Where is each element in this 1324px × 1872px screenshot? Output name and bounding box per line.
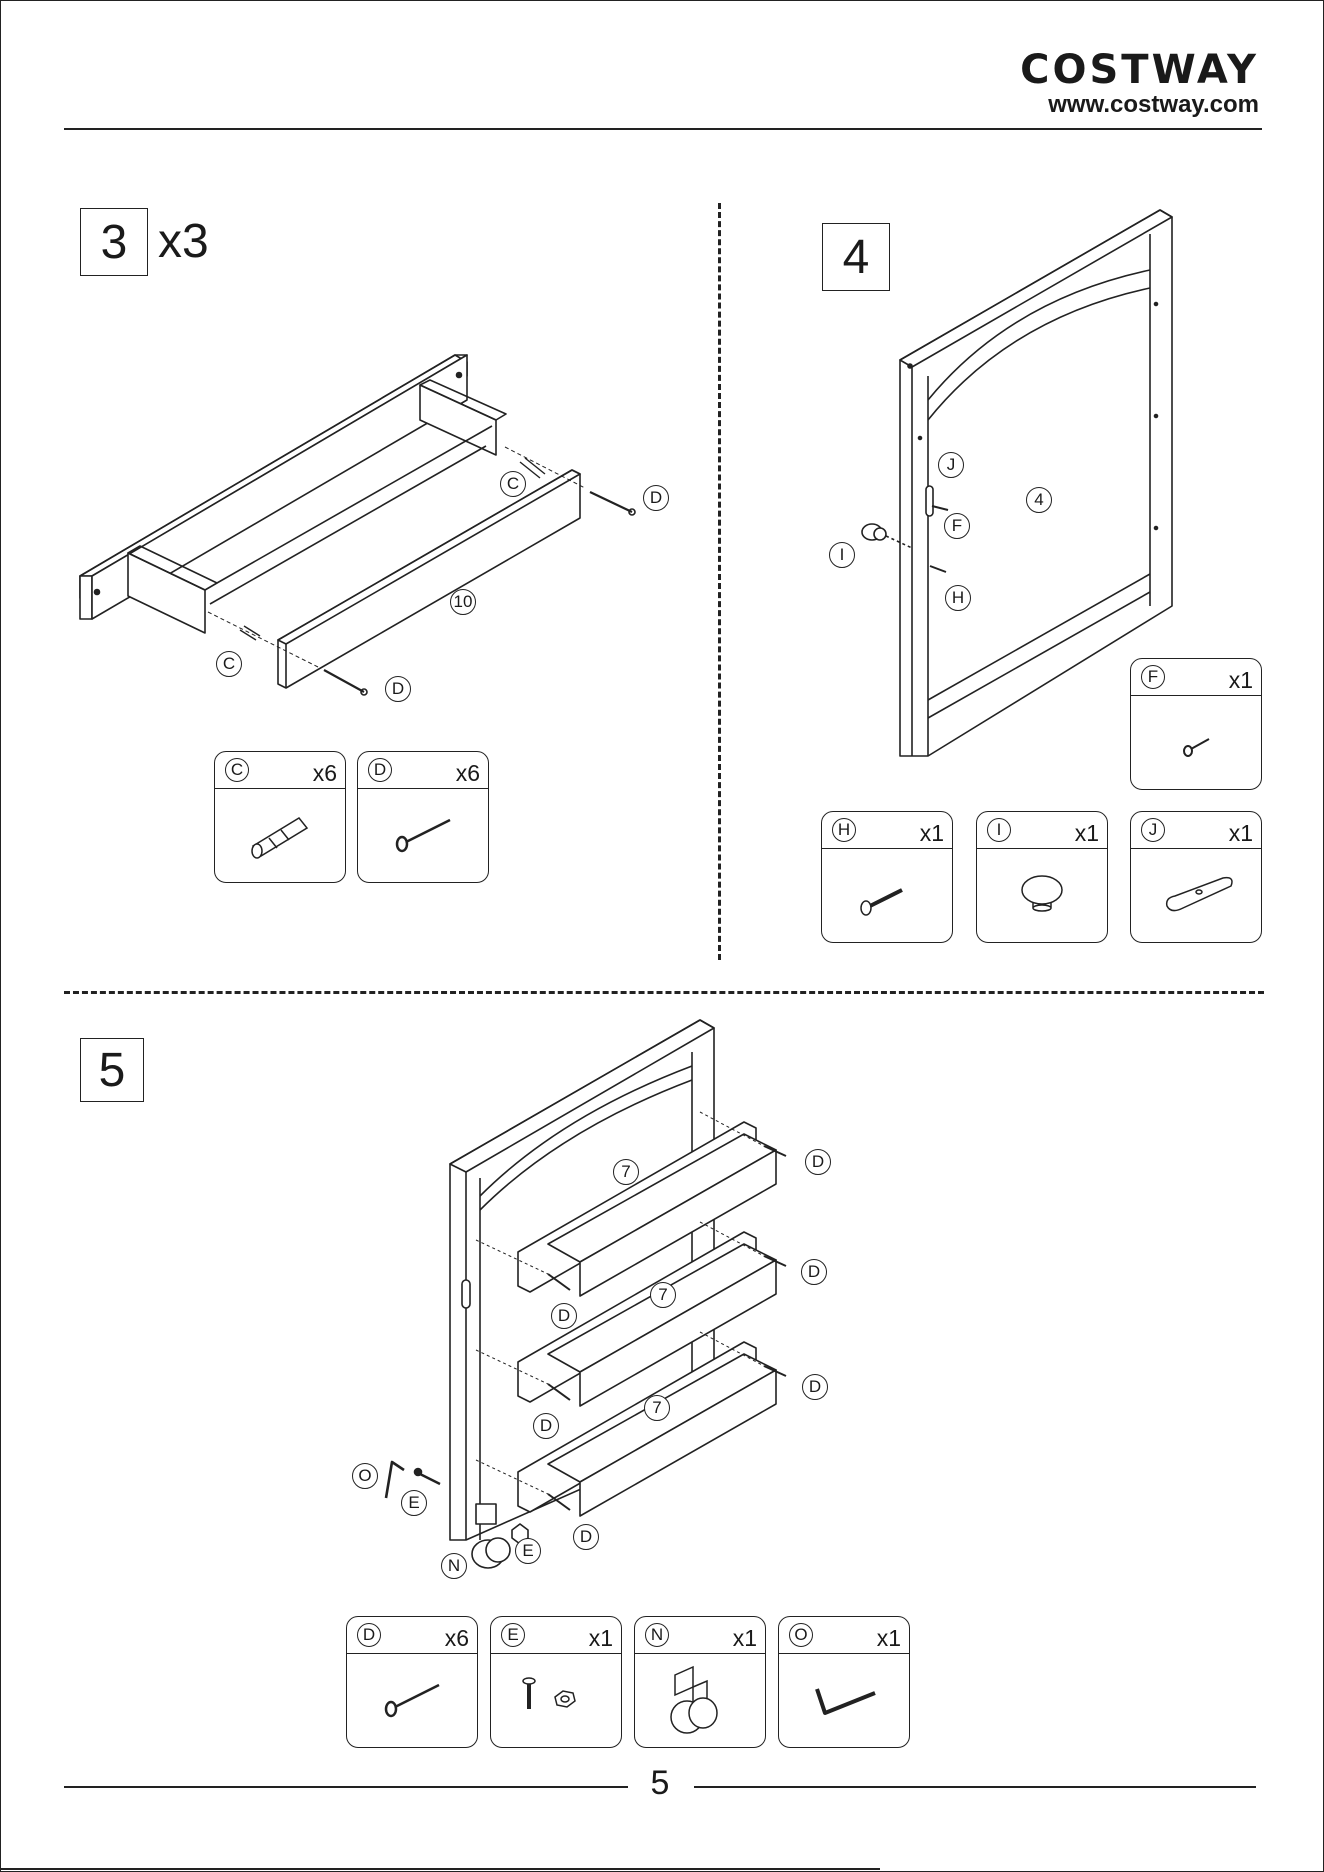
footer-rule-left	[64, 1786, 628, 1788]
page-number: 5	[640, 1764, 680, 1803]
step-number-3: 3	[80, 208, 148, 276]
backing-plate-icon	[1131, 848, 1261, 942]
part-card-h: H x1	[821, 811, 953, 943]
callout-d-4: D	[802, 1374, 828, 1400]
part-quantity: x1	[877, 1625, 901, 1652]
dowel-icon	[215, 788, 345, 882]
part-quantity: x1	[1229, 667, 1253, 694]
callout-n: N	[441, 1553, 467, 1579]
part-quantity: x1	[1229, 820, 1253, 847]
screw-icon	[358, 788, 488, 882]
callout-h: H	[945, 585, 971, 611]
step5-panel-illustration	[386, 1020, 786, 1568]
callout-d-1: D	[805, 1149, 831, 1175]
callout-e-1: E	[401, 1490, 427, 1516]
part-card-o: O x1	[778, 1616, 910, 1748]
part-card-j: J x1	[1130, 811, 1262, 943]
part-letter: H	[832, 818, 856, 842]
callout-panel-4: 4	[1026, 487, 1052, 513]
step3-frame-illustration	[80, 355, 635, 695]
part-letter: C	[225, 758, 249, 782]
callout-d-6: D	[573, 1524, 599, 1550]
callout-panel-10: 10	[450, 589, 476, 615]
part-card-f: F x1	[1130, 658, 1262, 790]
callout-d-left: D	[385, 676, 411, 702]
knob-icon	[977, 848, 1107, 942]
part-card-c: C x6	[214, 751, 346, 883]
caster-wheel-icon	[635, 1653, 765, 1747]
part-letter: D	[368, 758, 392, 782]
footer-rule-right	[694, 1786, 1256, 1788]
callout-o: O	[352, 1463, 378, 1489]
part-quantity: x1	[733, 1625, 757, 1652]
part-card-d: D x6	[357, 751, 489, 883]
part-letter: D	[357, 1623, 381, 1647]
part-letter: F	[1141, 665, 1165, 689]
part-letter: J	[1141, 818, 1165, 842]
callout-c-left: C	[216, 651, 242, 677]
callout-j: J	[938, 452, 964, 478]
callout-i: I	[829, 542, 855, 568]
callout-f: F	[944, 513, 970, 539]
step-number-5: 5	[80, 1038, 144, 1102]
bolt-nut-icon	[491, 1653, 621, 1747]
bottom-edge-rule	[0, 1868, 880, 1870]
callout-c-right: C	[500, 471, 526, 497]
part-quantity: x1	[1075, 820, 1099, 847]
part-card-e: E x1	[490, 1616, 622, 1748]
part-letter: N	[645, 1623, 669, 1647]
callout-shelf-7-3: 7	[644, 1395, 670, 1421]
callout-d-5: D	[533, 1413, 559, 1439]
callout-d-right: D	[643, 485, 669, 511]
part-quantity: x6	[313, 760, 337, 787]
part-letter: E	[501, 1623, 525, 1647]
callout-d-2: D	[801, 1259, 827, 1285]
step3-multiplier: x3	[158, 214, 209, 269]
callout-d-3: D	[551, 1303, 577, 1329]
screw-icon	[347, 1653, 477, 1747]
part-quantity: x1	[920, 820, 944, 847]
callout-shelf-7-1: 7	[613, 1159, 639, 1185]
bolt-icon	[822, 848, 952, 942]
callout-e-2: E	[515, 1538, 541, 1564]
part-letter: O	[789, 1623, 813, 1647]
part-card-i: I x1	[976, 811, 1108, 943]
part-quantity: x6	[456, 760, 480, 787]
part-card-n: N x1	[634, 1616, 766, 1748]
callout-shelf-7-2: 7	[650, 1282, 676, 1308]
small-screw-icon	[1131, 695, 1261, 789]
allen-key-icon	[779, 1653, 909, 1747]
part-card-d-step5: D x6	[346, 1616, 478, 1748]
step4-door-illustration	[862, 210, 1172, 756]
part-letter: I	[987, 818, 1011, 842]
part-quantity: x1	[589, 1625, 613, 1652]
step-number-4: 4	[822, 223, 890, 291]
part-quantity: x6	[445, 1625, 469, 1652]
